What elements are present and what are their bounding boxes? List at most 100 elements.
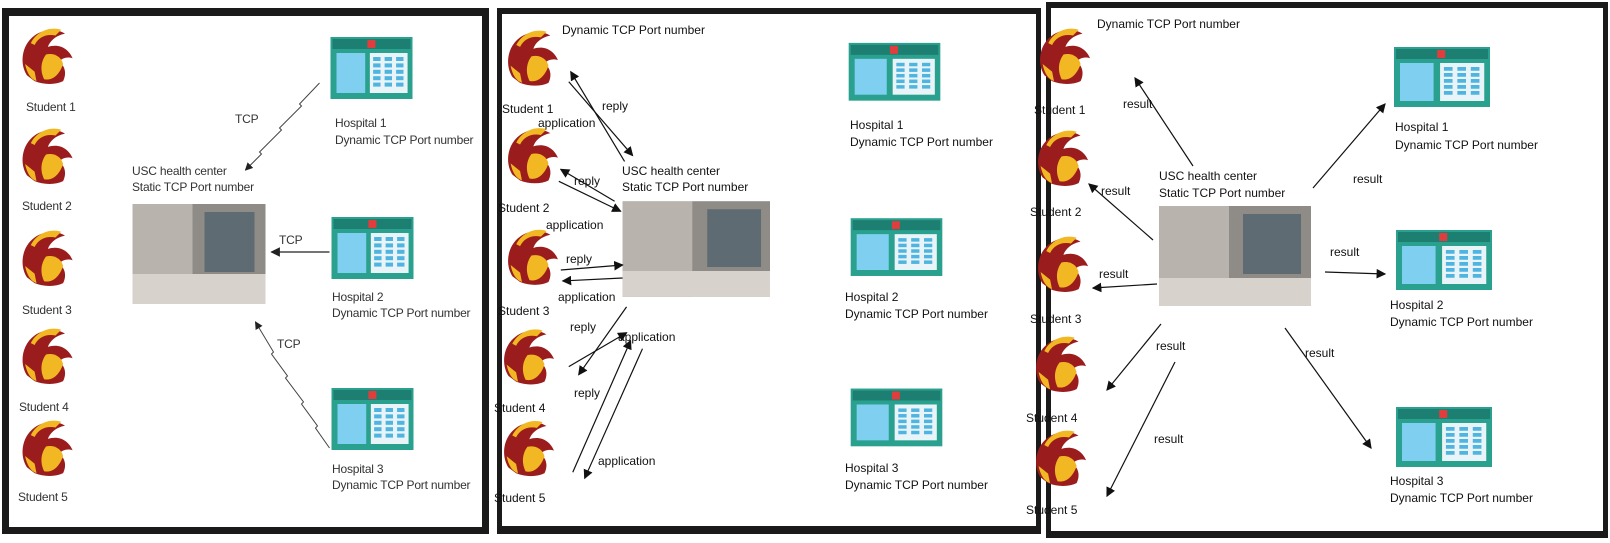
result-arrow-hospital-2 <box>1324 268 1387 279</box>
hospital-building-icon <box>1396 407 1492 467</box>
reply-label-3: reply <box>566 252 593 266</box>
application-arrow-student-2 <box>558 180 622 212</box>
trojan-mascot-icon <box>1038 130 1089 186</box>
tcp-label-1: TCP <box>235 112 259 126</box>
panel-application-reply: Dynamic TCP Port number Student 1 Studen… <box>494 8 1041 534</box>
tcp-label-2: TCP <box>279 233 303 247</box>
student-3-label: Student 3 <box>22 303 72 317</box>
student-4-label: Student 4 <box>494 401 546 415</box>
hospital-1-label: Hospital 1 <box>1395 120 1449 134</box>
application-label-1: application <box>538 116 596 130</box>
result-arrow-student-3 <box>1091 282 1158 293</box>
application-arrow-student-4 <box>568 332 628 368</box>
reply-arrow-student-2 <box>559 168 615 202</box>
student-3-label: Student 3 <box>1030 312 1082 326</box>
reply-label-4: reply <box>570 320 597 334</box>
panel-2-graphics <box>504 30 943 480</box>
hospital-building-icon <box>1396 230 1492 290</box>
result-arrow-student-1 <box>1134 76 1194 167</box>
center-port-label: Static TCP Port number <box>622 180 749 194</box>
trojan-mascot-icon <box>1040 28 1091 84</box>
reply-arrow-student-3 <box>560 260 624 271</box>
reply-arrow-student-1 <box>570 70 626 162</box>
trojan-mascot-icon <box>22 328 73 384</box>
student-5-label: Student 5 <box>1026 503 1078 517</box>
application-arrow-student-5 <box>572 339 632 473</box>
student-1-label: Student 1 <box>1034 103 1086 117</box>
trojan-mascot-icon <box>504 421 554 477</box>
center-label: USC health center <box>1159 169 1258 183</box>
hospital-1-port-label: Dynamic TCP Port number <box>1395 138 1538 152</box>
hospital-1-port-label: Dynamic TCP Port number <box>335 133 474 147</box>
panel-result-broadcast: Dynamic TCP Port number Student 1 Studen… <box>1026 2 1608 538</box>
tcp-label-3: TCP <box>277 337 301 351</box>
hospital-building-icon <box>848 42 941 101</box>
result-label-student-1: result <box>1123 97 1153 111</box>
application-arrow-student-1 <box>568 81 634 157</box>
result-label-hospital-1: result <box>1353 172 1383 186</box>
hospital-2-port-label: Dynamic TCP Port number <box>1390 315 1533 329</box>
result-arrow-hospital-3 <box>1284 327 1372 449</box>
student-2-label: Student 2 <box>498 201 550 215</box>
top-port-label: Dynamic TCP Port number <box>1097 17 1240 31</box>
result-arrow-student-4 <box>1106 323 1162 391</box>
trojan-mascot-icon <box>508 30 558 86</box>
result-arrow-hospital-1 <box>1312 103 1386 189</box>
hospital-building-icon <box>331 388 414 450</box>
health-center-photo <box>132 204 266 304</box>
hospital-2-port-label: Dynamic TCP Port number <box>845 307 988 321</box>
trojan-mascot-icon <box>22 128 73 184</box>
reply-arrow-student-4 <box>578 306 628 376</box>
trojan-mascot-icon <box>1036 336 1087 392</box>
center-port-label: Static TCP Port number <box>1159 186 1286 200</box>
result-label-student-3: result <box>1099 267 1129 281</box>
trojan-mascot-icon <box>1038 236 1089 292</box>
student-3-label: Student 3 <box>498 304 550 318</box>
hospital-2-label: Hospital 2 <box>1390 298 1444 312</box>
result-label-student-4: result <box>1156 339 1186 353</box>
student-2-label: Student 2 <box>22 199 72 213</box>
hospital-2-label: Hospital 2 <box>332 290 384 304</box>
student-1-label: Student 1 <box>26 100 76 114</box>
tcp-arrow-hospital-3 <box>254 321 330 449</box>
hospital-2-port-label: Dynamic TCP Port number <box>332 306 471 320</box>
reply-arrow-student-5 <box>583 348 644 480</box>
hospital-3-port-label: Dynamic TCP Port number <box>845 478 988 492</box>
hospital-3-port-label: Dynamic TCP Port number <box>332 478 471 492</box>
center-label: USC health center <box>132 164 227 178</box>
hospital-3-label: Hospital 3 <box>332 462 384 476</box>
result-arrow-student-5 <box>1106 361 1176 498</box>
reply-label-1: reply <box>602 99 629 113</box>
hospital-1-label: Hospital 1 <box>850 118 904 132</box>
health-center-photo <box>1159 206 1311 306</box>
application-label-3: application <box>558 290 616 304</box>
student-4-label: Student 4 <box>19 400 69 414</box>
reply-label-2: reply <box>574 174 601 188</box>
application-label-4: application <box>618 330 676 344</box>
result-label-student-5: result <box>1154 432 1184 446</box>
student-1-label: Student 1 <box>502 102 554 116</box>
student-4-label: Student 4 <box>1026 411 1078 425</box>
hospital-3-label: Hospital 3 <box>845 461 899 475</box>
student-5-label: Student 5 <box>494 491 546 505</box>
result-label-hospital-2: result <box>1330 245 1360 259</box>
trojan-mascot-icon <box>22 230 73 286</box>
hospital-1-port-label: Dynamic TCP Port number <box>850 135 993 149</box>
trojan-mascot-icon <box>508 128 558 184</box>
reply-label-5: reply <box>574 386 601 400</box>
hospital-3-label: Hospital 3 <box>1390 474 1444 488</box>
hospital-2-label: Hospital 2 <box>845 290 899 304</box>
trojan-mascot-icon <box>1036 430 1087 486</box>
result-label-student-2: result <box>1101 184 1131 198</box>
center-label: USC health center <box>622 164 721 178</box>
trojan-mascot-icon <box>22 420 73 476</box>
student-2-label: Student 2 <box>1030 205 1082 219</box>
result-arrow-student-2 <box>1088 183 1154 241</box>
panel-tcp-connections: Student 1 Student 2 Student 3 Student 4 … <box>2 8 489 534</box>
hospital-building-icon <box>850 388 943 447</box>
tcp-arrow-hospital-1 <box>244 82 320 171</box>
hospital-3-port-label: Dynamic TCP Port number <box>1390 491 1533 505</box>
student-5-label: Student 5 <box>18 490 68 504</box>
hospital-building-icon <box>330 37 413 99</box>
result-label-hospital-3: result <box>1305 346 1335 360</box>
